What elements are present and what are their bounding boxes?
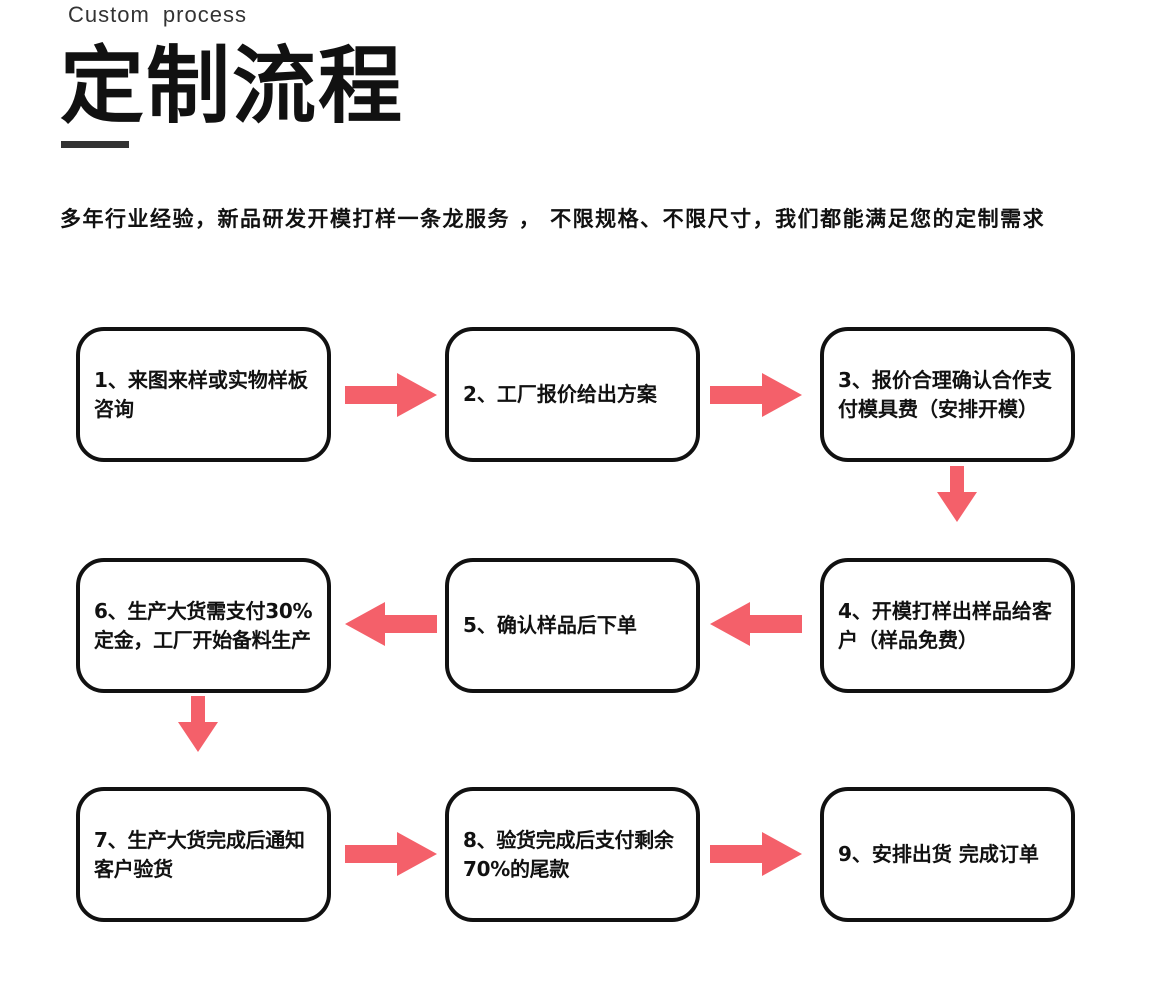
description: 多年行业经验，新品研发开模打样一条龙服务 ， 不限规格、不限尺寸，我们都能满足您… [60,207,1046,231]
title-underline [61,141,129,148]
step-8-label: 8、验货完成后支付剩余70%的尾款 [463,827,674,881]
subtitle: Custom process [68,2,247,27]
page-title: 定制流程 [60,37,405,135]
step-2-label: 2、工厂报价给出方案 [463,382,657,406]
step-8-box: 8、验货完成后支付剩余70%的尾款 [445,787,700,922]
arrow-down-2-icon [178,696,218,752]
step-7-label: 7、生产大货完成后通知客户验货 [94,827,305,881]
step-4-box: 4、开模打样出样品给客户（样品免费） [820,558,1075,693]
step-2-box: 2、工厂报价给出方案 [445,327,700,462]
arrow-right-2-icon [710,373,802,417]
arrow-right-4-icon [710,832,802,876]
step-3-label: 3、报价合理确认合作支付模具费（安排开模） [838,367,1052,421]
step-7-box: 7、生产大货完成后通知客户验货 [76,787,331,922]
step-1-box: 1、来图来样或实物样板咨询 [76,327,331,462]
step-1-label: 1、来图来样或实物样板咨询 [94,367,308,421]
step-6-label: 6、生产大货需支付30%定金，工厂开始备料生产 [94,598,313,652]
step-6-box: 6、生产大货需支付30%定金，工厂开始备料生产 [76,558,331,693]
step-5-label: 5、确认样品后下单 [463,613,637,637]
step-4-label: 4、开模打样出样品给客户（样品免费） [838,598,1052,652]
arrow-down-1-icon [937,466,977,522]
arrow-right-1-icon [345,373,437,417]
step-9-box: 9、安排出货 完成订单 [820,787,1075,922]
step-5-box: 5、确认样品后下单 [445,558,700,693]
step-3-box: 3、报价合理确认合作支付模具费（安排开模） [820,327,1075,462]
arrow-left-2-icon [710,602,802,646]
arrow-left-1-icon [345,602,437,646]
step-9-label: 9、安排出货 完成订单 [838,842,1039,866]
arrow-right-3-icon [345,832,437,876]
